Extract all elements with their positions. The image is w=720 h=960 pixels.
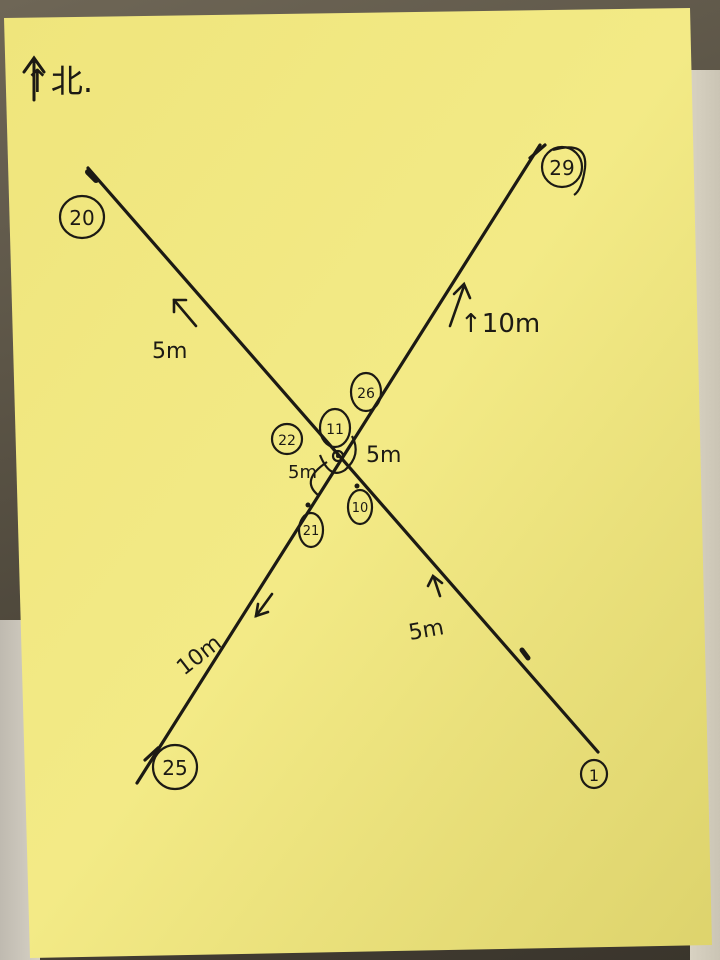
direction-arrow-icon <box>172 281 472 618</box>
point-label-se-end: 1 <box>589 766 599 785</box>
north-label: ↑北. <box>24 62 93 100</box>
point-center-ne <box>349 371 383 413</box>
length-label-ne: ↑10m <box>460 309 540 339</box>
point-label-nw-end: 20 <box>69 206 94 230</box>
point-center-sw <box>297 511 325 549</box>
line-nw-se <box>86 166 600 754</box>
point-center-top <box>318 407 352 449</box>
point-center-se <box>346 488 374 526</box>
length-label-nw: 5m <box>152 339 187 364</box>
point-label-center-sw: 21 <box>303 524 320 539</box>
north-arrow-icon <box>22 55 46 102</box>
length-label-se: 5m <box>407 615 446 646</box>
length-label-center-right: 5m <box>366 443 401 468</box>
point-se-end <box>579 758 609 790</box>
point-label-center-se: 10 <box>352 501 369 516</box>
line-ne-sw <box>135 143 542 785</box>
point-label-center-left: 22 <box>278 433 296 449</box>
length-label-center-left: 5m <box>288 462 317 483</box>
point-label-ne-end: 29 <box>549 156 574 180</box>
note-paper <box>4 8 712 958</box>
point-label-sw-end: 25 <box>162 756 187 780</box>
point-center-left <box>270 422 304 456</box>
point-label-center-top: 11 <box>326 422 344 438</box>
point-markers <box>58 145 609 791</box>
survey-lines <box>85 143 600 785</box>
point-nw-end <box>58 194 106 240</box>
point-sw-end <box>151 743 199 791</box>
point-label-center-ne: 26 <box>357 386 375 402</box>
